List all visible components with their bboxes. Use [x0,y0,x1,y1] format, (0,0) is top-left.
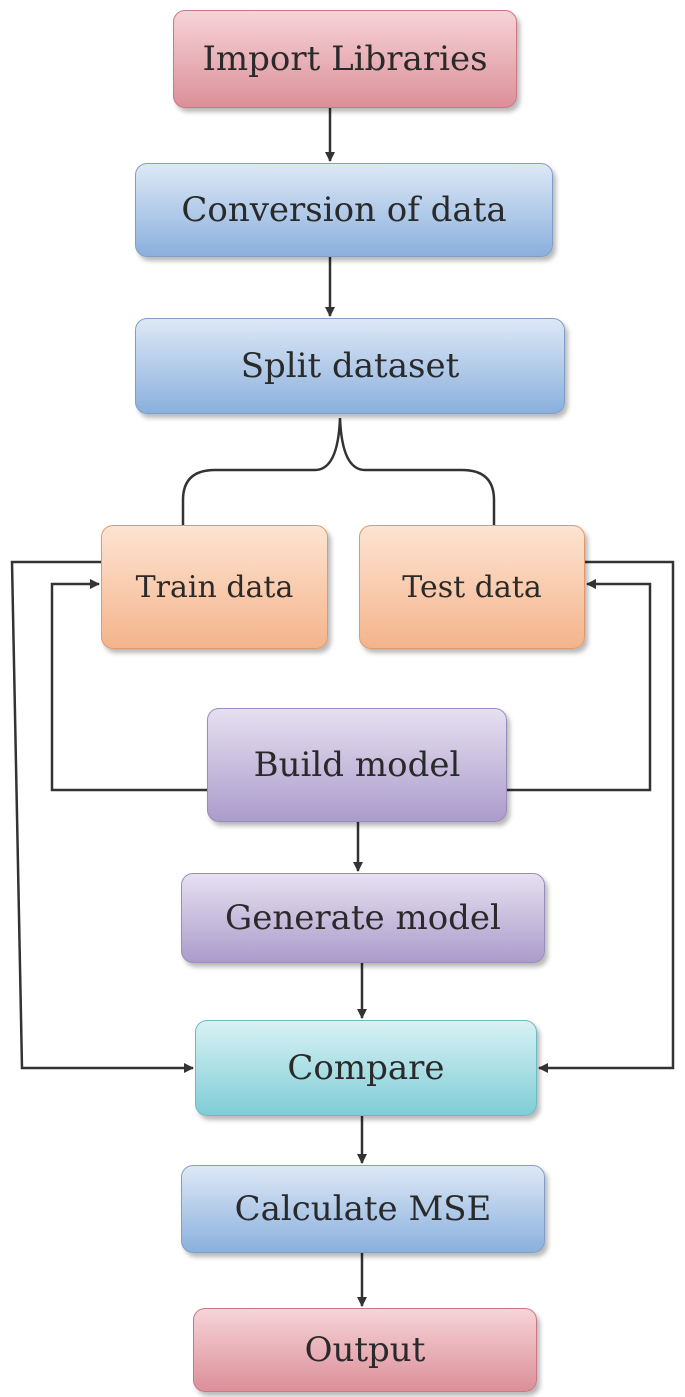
node-calculate-mse-label: Calculate MSE [234,1189,492,1229]
node-compare: Compare [195,1020,537,1116]
node-import-libraries: Import Libraries [173,10,517,108]
edge-build-train [50,579,207,792]
node-generate-model-label: Generate model [225,898,501,938]
edge-build-test [507,579,652,792]
edge-train-compare [10,560,194,1073]
node-output: Output [193,1308,537,1392]
split-brace [181,417,496,525]
node-test-data-label: Test data [402,569,542,605]
node-conversion-of-data-label: Conversion of data [181,190,507,230]
node-split-dataset: Split dataset [135,318,565,414]
node-output-label: Output [304,1330,426,1370]
node-build-model: Build model [207,708,507,822]
node-generate-model: Generate model [181,873,545,963]
node-train-data-label: Train data [135,569,294,605]
node-compare-label: Compare [287,1048,445,1088]
node-test-data: Test data [359,525,585,649]
node-import-libraries-label: Import Libraries [202,39,488,79]
node-conversion-of-data: Conversion of data [135,163,553,257]
node-split-dataset-label: Split dataset [240,346,460,386]
edge-test-compare [538,560,675,1073]
node-train-data: Train data [101,525,328,649]
node-build-model-label: Build model [253,745,461,785]
node-calculate-mse: Calculate MSE [181,1165,545,1253]
